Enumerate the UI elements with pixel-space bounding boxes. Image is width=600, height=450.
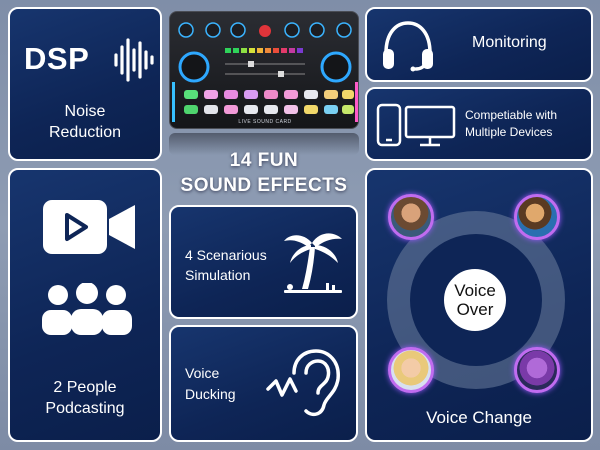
scenarios-label: 4 Scenarious Simulation [185,245,267,285]
monitor-icon [404,105,456,147]
monitoring-tile: Monitoring [365,7,593,82]
devices-label: Competiable with Multiple Devices [465,107,557,141]
sound-card-panel-text: LIVE SOUND CARD [238,119,292,125]
podcast-tile: 2 People Podcasting [8,168,162,442]
avatar-woman-headphones [388,194,434,240]
noise-reduction-label: Noise Reduction [10,101,160,143]
scenarios-line2: Simulation [185,267,251,283]
avatar-child [388,347,434,393]
sound-card-image: LIVE SOUND CARD [166,7,362,155]
phone-icon [376,103,402,147]
dsp-title: DSP [24,41,90,76]
voice-over-badge: Voice Over [442,267,508,333]
ducking-line2: Ducking [185,386,236,402]
ear-icon [266,349,340,417]
devices-tile: Competiable with Multiple Devices [365,87,593,161]
people-icon [42,283,132,335]
voice-change-label: Voice Change [426,408,532,427]
avatar-monster [514,347,560,393]
sound-effects-headline: 14 FUN SOUND EFFECTS [166,148,362,198]
ducking-tile: Voice Ducking [169,325,358,442]
ducking-label: Voice Ducking [185,363,236,405]
monitoring-label: Monitoring [472,34,547,51]
devices-line1: Competiable with [465,108,558,122]
headline-line1: 14 FUN [229,150,299,171]
waveform-icon [114,38,154,82]
voice-change-tile: Voice Over Voice Change [365,168,593,442]
video-camera-icon [43,200,135,254]
voice-over-line1: Voice [454,281,496,300]
podcasting-label: 2 People Podcasting [10,377,160,419]
palm-tree-icon [284,233,342,293]
ducking-line1: Voice [185,365,220,381]
podcasting-line1: 2 People [53,379,117,396]
devices-line2: Multiple Devices [465,125,553,139]
device-icons [376,103,456,147]
scenarios-tile: 4 Scenarious Simulation [169,205,358,319]
headphones-icon [383,21,433,72]
dsp-tile: DSP Noise Reduction [8,7,162,161]
sound-card-reflection [169,133,359,155]
podcasting-line2: Podcasting [45,400,125,417]
sound-card-body: LIVE SOUND CARD [169,11,359,129]
scenarios-line1: 4 Scenarious [185,247,267,263]
voice-over-line2: Over [456,300,494,319]
noise-reduction-line2: Reduction [48,124,122,141]
sound-card-controls [172,22,358,122]
avatar-man-singing [514,194,560,240]
noise-reduction-line1: Noise [64,103,106,120]
headline-line2: SOUND EFFECTS [180,175,348,196]
